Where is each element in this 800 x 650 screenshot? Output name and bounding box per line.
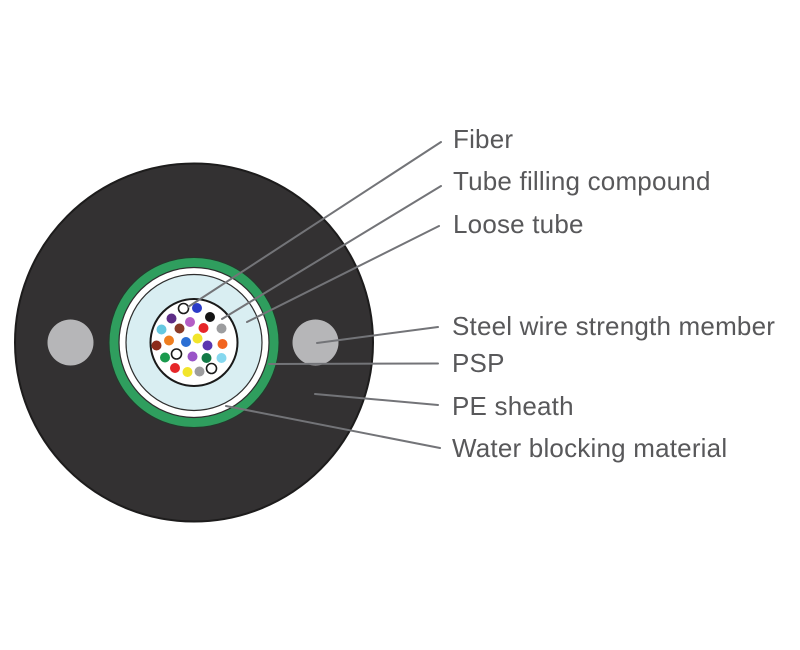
fiber-dot-11 — [181, 337, 191, 347]
fiber-dot-12 — [192, 333, 203, 344]
leader-line-tube-filling-compound — [221, 185, 442, 320]
fiber-dot-5 — [185, 317, 195, 327]
fiber-dot-13 — [151, 340, 162, 351]
fiber-dot-22 — [182, 367, 193, 377]
steel-wire-left — [47, 319, 94, 366]
leader-line-pe-sheath — [314, 393, 439, 406]
label-fiber: Fiber — [453, 124, 514, 154]
steel-wire-right — [292, 319, 339, 366]
fiber-dot-17 — [187, 351, 198, 362]
leader-line-water-blocking-material — [225, 405, 441, 449]
fiber-dot-10 — [164, 335, 174, 346]
fiber-dot-9 — [216, 323, 227, 334]
leader-line-loose-tube — [246, 225, 440, 323]
label-pe-sheath: PE sheath — [452, 391, 574, 421]
fiber-dot-21 — [170, 363, 180, 373]
fiber-dot-3 — [205, 312, 215, 322]
label-water-blocking-material: Water blocking material — [452, 433, 728, 463]
fiber-dot-8 — [174, 323, 185, 334]
fiber-dot-1 — [177, 302, 190, 315]
fiber-dot-16 — [170, 348, 183, 360]
label-psp: PSP — [452, 348, 505, 378]
fiber-dot-20 — [216, 353, 227, 363]
leader-line-fiber — [187, 141, 442, 308]
fiber-dot-7 — [156, 324, 167, 335]
label-steel-wire-strength-member: Steel wire strength member — [452, 311, 776, 341]
fiber-dot-4 — [166, 313, 177, 324]
label-tube-filling-compound: Tube filling compound — [453, 166, 711, 196]
fiber-dot-24 — [205, 362, 218, 375]
fiber-dot-18 — [160, 352, 170, 363]
fiber-dot-15 — [217, 339, 228, 349]
fiber-dot-6 — [198, 323, 209, 333]
fiber-dot-23 — [194, 366, 205, 377]
leader-line-steel-wire-strength-member — [316, 326, 439, 344]
fiber-dot-19 — [201, 353, 212, 363]
label-loose-tube: Loose tube — [453, 209, 584, 239]
fiber-dot-2 — [192, 303, 202, 313]
leader-line-psp — [268, 362, 439, 365]
fiber-dot-14 — [202, 340, 213, 351]
